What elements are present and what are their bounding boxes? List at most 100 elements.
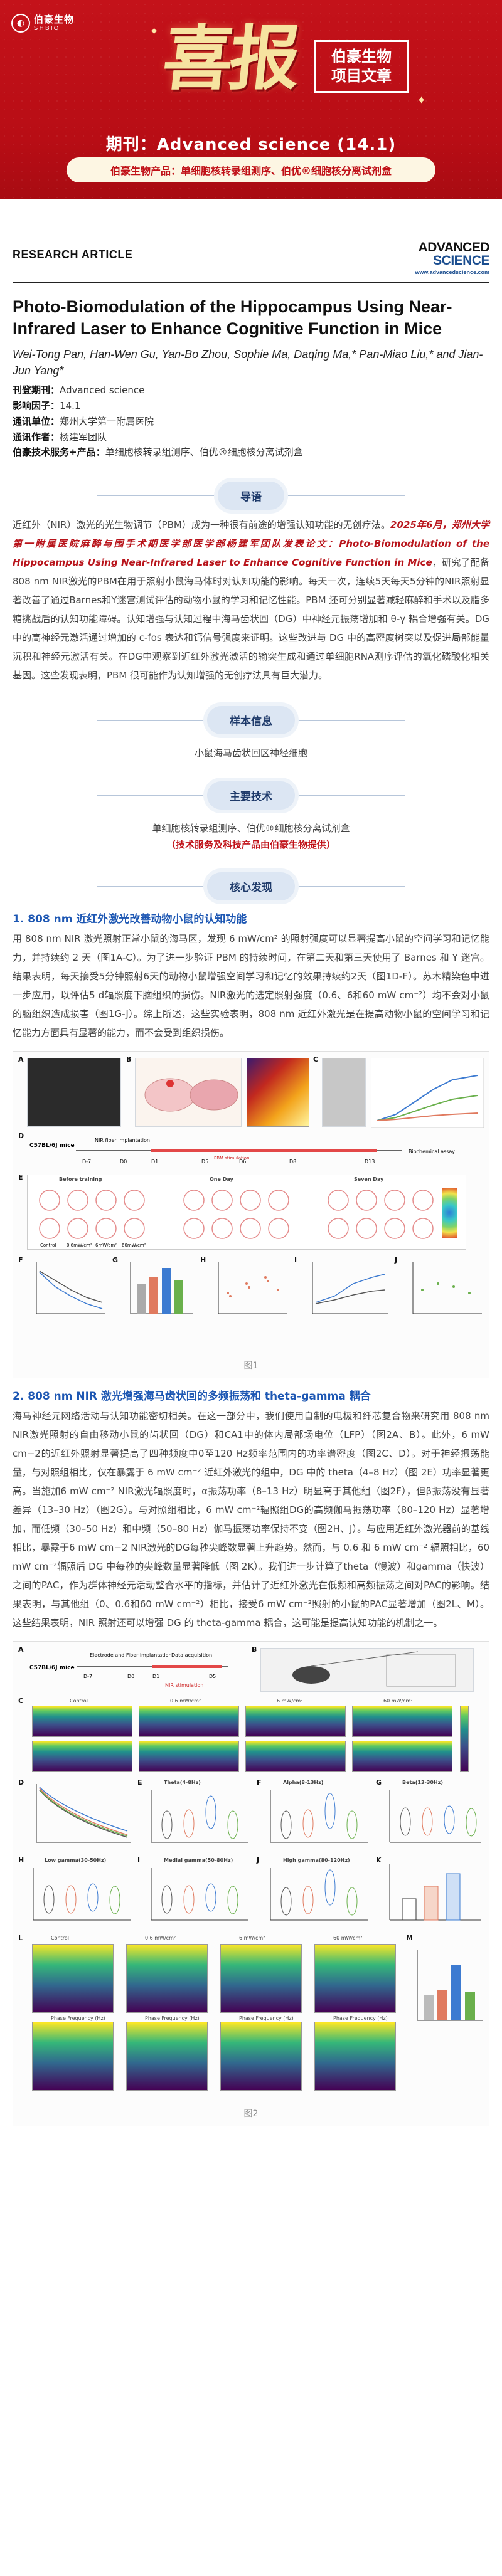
pac-bar-chart [417, 1950, 483, 2021]
pac-heatmap-0-6-2 [126, 2022, 208, 2091]
panel-label: E [137, 1778, 142, 1787]
panel-h-chart [218, 1262, 287, 1314]
info-row: 通讯作者：杨建军团队 [13, 431, 107, 443]
section-title-sample: 样本信息 [207, 705, 295, 734]
spectrogram-0-6 [139, 1706, 239, 1738]
pac-heatmap-control [32, 1944, 114, 2014]
svg-text:D6: D6 [239, 1159, 246, 1164]
sparkle-icon: ✦ [417, 94, 427, 107]
logo-icon: ◐ [11, 14, 30, 33]
svg-text:C57BL/6J mice: C57BL/6J mice [29, 1665, 75, 1671]
temperature-line-chart [371, 1058, 484, 1129]
tech-provider: （技术服务及科技产品由伯豪生物提供） [166, 839, 336, 851]
section-guide: 导语 [0, 475, 502, 515]
info-row: 伯豪技术服务+产品：单细胞核转录组测序、伯优®细胞核分离试剂盒 [13, 446, 303, 458]
panel-label: M [406, 1934, 413, 1943]
svg-text:Biochemical assay: Biochemical assay [409, 1149, 455, 1154]
panel-label: D [18, 1778, 24, 1787]
banner-subtitle-box: 伯豪生物 项目文章 [314, 40, 409, 93]
header-banner: ◐ 伯豪生物 SHBIO ✦ ✦ 喜报 伯豪生物 项目文章 期刊：Advance… [0, 0, 502, 199]
panel-label: A [18, 1055, 24, 1064]
sample-text: 小鼠海马齿状回区神经细胞 [194, 747, 307, 759]
svg-text:Data acquisition: Data acquisition [171, 1652, 212, 1658]
section-sample: 样本信息 [0, 700, 502, 740]
figure-1-caption: 图1 [243, 1361, 259, 1371]
panel-j-chart [412, 1262, 482, 1314]
spectrogram-6 [245, 1706, 346, 1738]
finding2-text: 海马神经元网络活动与认知功能密切相关。在这一部分中，我们使用自制的电极和纤芯复合… [13, 1410, 489, 1629]
section-title-core: 核心发现 [207, 872, 295, 900]
pac-heatmap-0-6 [126, 1944, 208, 2014]
gel-image [322, 1058, 366, 1127]
high-gamma-violin-chart [270, 1868, 368, 1921]
pac-heatmap-6 [220, 1944, 302, 2014]
panel-label: H [18, 1856, 24, 1865]
svg-text:D-7: D-7 [82, 1159, 91, 1164]
beta-violin-chart [389, 1790, 481, 1843]
panel-label: C [18, 1697, 24, 1706]
panel-f-chart [36, 1262, 105, 1314]
spectrogram-control-2 [32, 1741, 132, 1773]
intro-highlight: 2025年6月，郑州大学第一附属医院麻醉与围手术期医学部医学部杨建军团队发表论文… [13, 519, 489, 569]
svg-text:0.6mW/cm²: 0.6mW/cm² [67, 1243, 92, 1248]
psd-line-chart [36, 1784, 131, 1843]
finding1-heading: 1. 808 nm 近红外激光改善动物小鼠的认知功能 [13, 913, 247, 926]
svg-text:D1: D1 [152, 1674, 159, 1679]
svg-text:60mW/cm²: 60mW/cm² [122, 1243, 146, 1248]
svg-text:PBM stimulation: PBM stimulation [214, 1156, 250, 1161]
panel-label: G [112, 1256, 119, 1265]
sparkle-icon: ✦ [149, 25, 159, 38]
panel-label: K [376, 1856, 382, 1865]
article-header: RESEARCH ARTICLE ADVANCED SCIENCE www.ad… [0, 199, 502, 460]
mouse-photo [27, 1058, 121, 1127]
journal-url[interactable]: www.advancedscience.com [415, 269, 489, 275]
spectrogram-colorbar [460, 1706, 469, 1773]
heatmap-colorbar [442, 1188, 457, 1238]
spike-bar-chart [389, 1864, 481, 1921]
figure-2[interactable]: A C57BL/6J mice D-7 D0 D1 D5 Electrode a… [13, 1641, 489, 2127]
theta-violin-chart [151, 1790, 248, 1843]
finding1-text: 用 808 nm NIR 激光照射正常小鼠的海马区，发现 6 mW/cm² 的照… [13, 933, 489, 1039]
svg-text:Electrode and Fiber implantati: Electrode and Fiber implantation [90, 1652, 172, 1658]
panel-label: L [18, 1934, 23, 1943]
svg-text:D13: D13 [365, 1159, 375, 1164]
pac-heatmap-60-2 [314, 2022, 396, 2091]
svg-text:Control: Control [40, 1243, 56, 1248]
spectrogram-60-2 [352, 1741, 452, 1773]
banner-title: 喜报 [159, 18, 301, 100]
panel-label: G [376, 1778, 382, 1787]
pac-heatmap-60 [314, 1944, 396, 2014]
info-row: 影响因子：14.1 [13, 400, 81, 412]
panel-label: E [18, 1173, 23, 1182]
section-tech: 主要技术 [0, 775, 502, 815]
figure-2-caption: 图2 [243, 2109, 259, 2119]
panel-label: J [395, 1256, 398, 1265]
section-title-guide: 导语 [218, 481, 284, 510]
panel-label: H [200, 1256, 206, 1265]
timeline-title: C57BL/6J mice [29, 1143, 75, 1149]
recording-setup-illustration [260, 1648, 474, 1692]
journal-logo[interactable]: ADVANCED SCIENCE www.advancedscience.com [415, 241, 489, 275]
svg-text:D0: D0 [120, 1159, 127, 1164]
banner-subtitle-1: 伯豪生物 [331, 47, 392, 65]
svg-text:6mW/cm²: 6mW/cm² [95, 1243, 117, 1248]
brand-logo[interactable]: ◐ 伯豪生物 SHBIO [11, 14, 74, 33]
paper-authors: Wei-Tong Pan, Han-Wen Gu, Yan-Bo Zhou, S… [13, 348, 483, 377]
svg-text:D5: D5 [201, 1159, 208, 1164]
figure-1[interactable]: A B C D C57BL/6J mice D-7 D0 D1 D5 D6 D8… [13, 1051, 489, 1379]
brain-illustration [135, 1058, 242, 1127]
logo-en: SHBIO [34, 24, 60, 32]
panel-i-chart [312, 1262, 388, 1314]
panel-label: C [313, 1055, 319, 1064]
section-title-tech: 主要技术 [207, 781, 295, 810]
section-core: 核心发现 [0, 866, 502, 906]
spectrogram-60 [352, 1706, 452, 1738]
low-gamma-violin-chart [33, 1868, 131, 1921]
panel-label: J [257, 1856, 260, 1865]
svg-text:D1: D1 [151, 1159, 158, 1164]
journal-logo-word-2: SCIENCE [433, 253, 489, 268]
thermal-image [247, 1058, 309, 1127]
panel-label: D [18, 1132, 24, 1141]
panel-label: B [126, 1055, 132, 1064]
svg-text:NIR stimulation: NIR stimulation [165, 1682, 203, 1688]
